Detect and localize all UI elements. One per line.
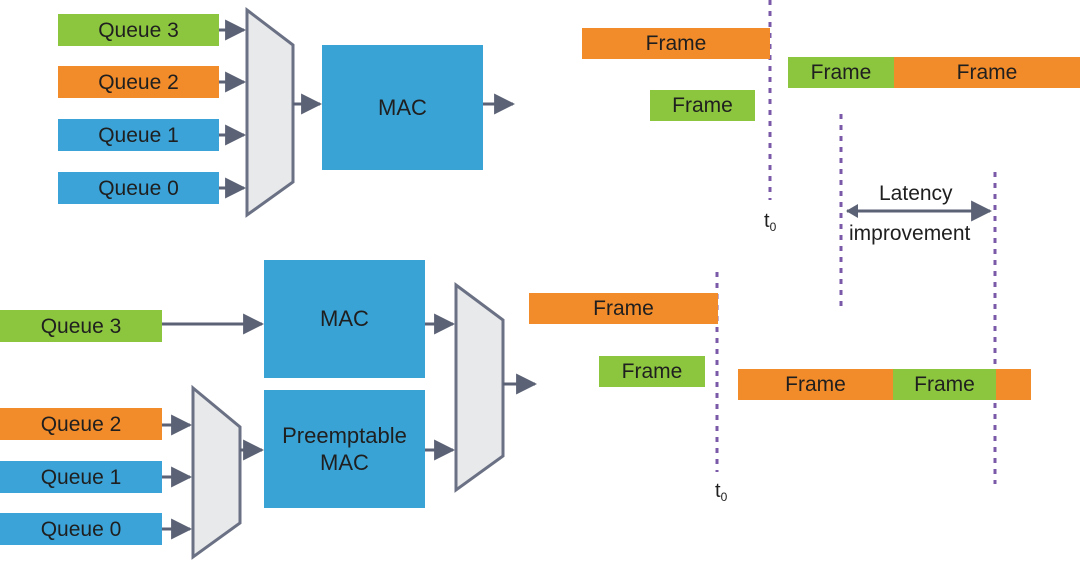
queue-1-top-label: Queue 1: [98, 123, 179, 147]
preemptable-mac-label-line1: Preemptable: [282, 422, 407, 448]
queue-3-bottom-label: Queue 3: [40, 314, 122, 338]
queue-3-bottom: Queue 3: [0, 310, 162, 342]
multiplexer-top: [245, 6, 295, 218]
frame-top-out-orange-label: Frame: [956, 60, 1018, 84]
queue-0-bottom: Queue 0: [0, 513, 162, 545]
frame-bottom-row2: Frame: [599, 356, 705, 387]
t0-label-top: t0: [764, 210, 777, 234]
frame-bottom-out-orange: Frame: [738, 369, 893, 400]
multiplexer-output: [454, 282, 505, 493]
frame-bottom-row1: Frame: [529, 293, 718, 324]
queue-3-top: Queue 3: [58, 14, 219, 46]
frame-top-out-green: Frame: [788, 57, 894, 88]
queue-3-top-label: Queue 3: [98, 18, 179, 42]
frame-top-row2: Frame: [650, 90, 755, 121]
queue-1-bottom-label: Queue 1: [40, 465, 122, 489]
frame-top-row1-label: Frame: [645, 31, 707, 55]
queue-2-top-label: Queue 2: [98, 70, 179, 94]
frame-bottom-out-green: Frame: [893, 369, 996, 400]
mac-top-label: MAC: [378, 94, 427, 120]
queue-2-top: Queue 2: [58, 66, 219, 98]
queue-2-bottom: Queue 2: [0, 408, 162, 440]
queue-1-top: Queue 1: [58, 119, 219, 151]
express-mac: MAC: [264, 260, 425, 378]
queue-0-bottom-label: Queue 0: [40, 517, 122, 541]
frame-bottom-out-green-label: Frame: [914, 372, 975, 396]
latency-label-line2: improvement: [849, 222, 971, 245]
queue-2-bottom-label: Queue 2: [40, 412, 122, 436]
frame-bottom-row2-label: Frame: [621, 359, 683, 383]
queue-0-top: Queue 0: [58, 172, 219, 204]
frame-bottom-row1-label: Frame: [593, 296, 654, 320]
t0-label-bottom: t0: [715, 480, 728, 504]
frame-bottom-out-orange-label: Frame: [785, 372, 846, 396]
frame-top-out-green-label: Frame: [810, 60, 872, 84]
frame-bottom-out-orange-tail: [996, 369, 1031, 400]
latency-label-line1: Latency: [879, 182, 953, 205]
mac-top: MAC: [322, 45, 483, 170]
preemptable-mac-label-line2: MAC: [320, 450, 369, 475]
express-mac-label: MAC: [320, 306, 369, 332]
latency-arrow-left-head: [846, 204, 858, 218]
frame-top-row2-label: Frame: [672, 93, 733, 117]
multiplexer-preemptable: [191, 384, 242, 560]
queue-1-bottom: Queue 1: [0, 461, 162, 493]
frame-top-row1: Frame: [582, 28, 770, 59]
frame-top-out-orange: Frame: [894, 57, 1080, 88]
preemptable-mac: Preemptable MAC: [264, 390, 425, 508]
queue-0-top-label: Queue 0: [98, 176, 179, 200]
